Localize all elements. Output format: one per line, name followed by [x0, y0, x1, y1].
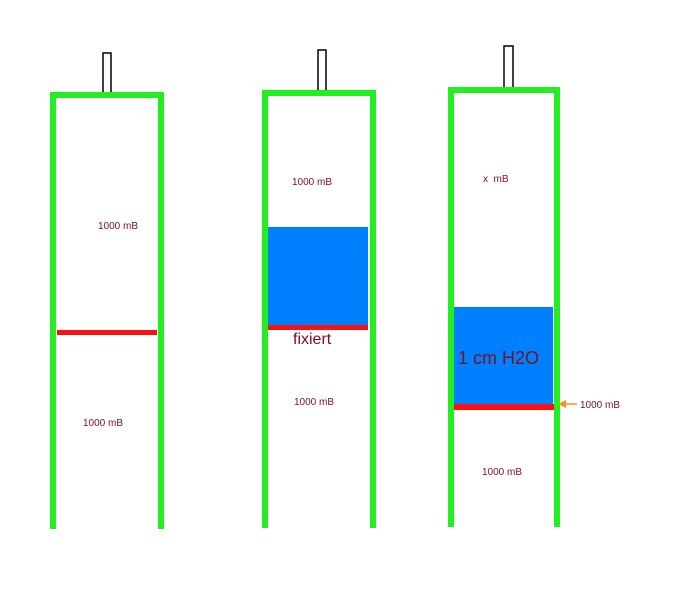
tube-2-water [268, 227, 368, 326]
tube-1-piston [57, 330, 157, 335]
tube-1-lower-pressure: 1000 mB [83, 418, 123, 429]
tube-3-wall [448, 87, 560, 527]
tube-1-wall [50, 92, 164, 529]
tube-2-piston [268, 325, 368, 330]
tube-2-handle-icon [317, 49, 327, 92]
tube-2: 1000 mB fixiert 1000 mB [262, 49, 376, 528]
tube-3-arrow-pressure: 1000 mB [580, 400, 620, 411]
tube-2-upper-pressure: 1000 mB [292, 177, 332, 188]
tube-3-lower-pressure: 1000 mB [482, 467, 522, 478]
tube-1-upper-pressure: 1000 mB [98, 221, 138, 232]
tube-1: 1000 mB 1000 mB [50, 52, 164, 529]
tube-2-piston-label: fixiert [293, 331, 332, 348]
tube-3: x mB 1 cm H2O 1000 mB 1000 mB [448, 45, 620, 527]
tube-3-handle-icon [503, 45, 514, 89]
tube-1-handle-icon [102, 52, 112, 94]
arrow-left-icon [558, 400, 577, 408]
tube-3-water-label: 1 cm H2O [458, 348, 539, 368]
tube-3-water [454, 307, 553, 405]
tube-3-upper-pressure: x mB [483, 174, 509, 185]
tube-2-wall [262, 90, 376, 528]
tube-2-lower-pressure: 1000 mB [294, 397, 334, 408]
tube-3-piston [454, 404, 554, 410]
